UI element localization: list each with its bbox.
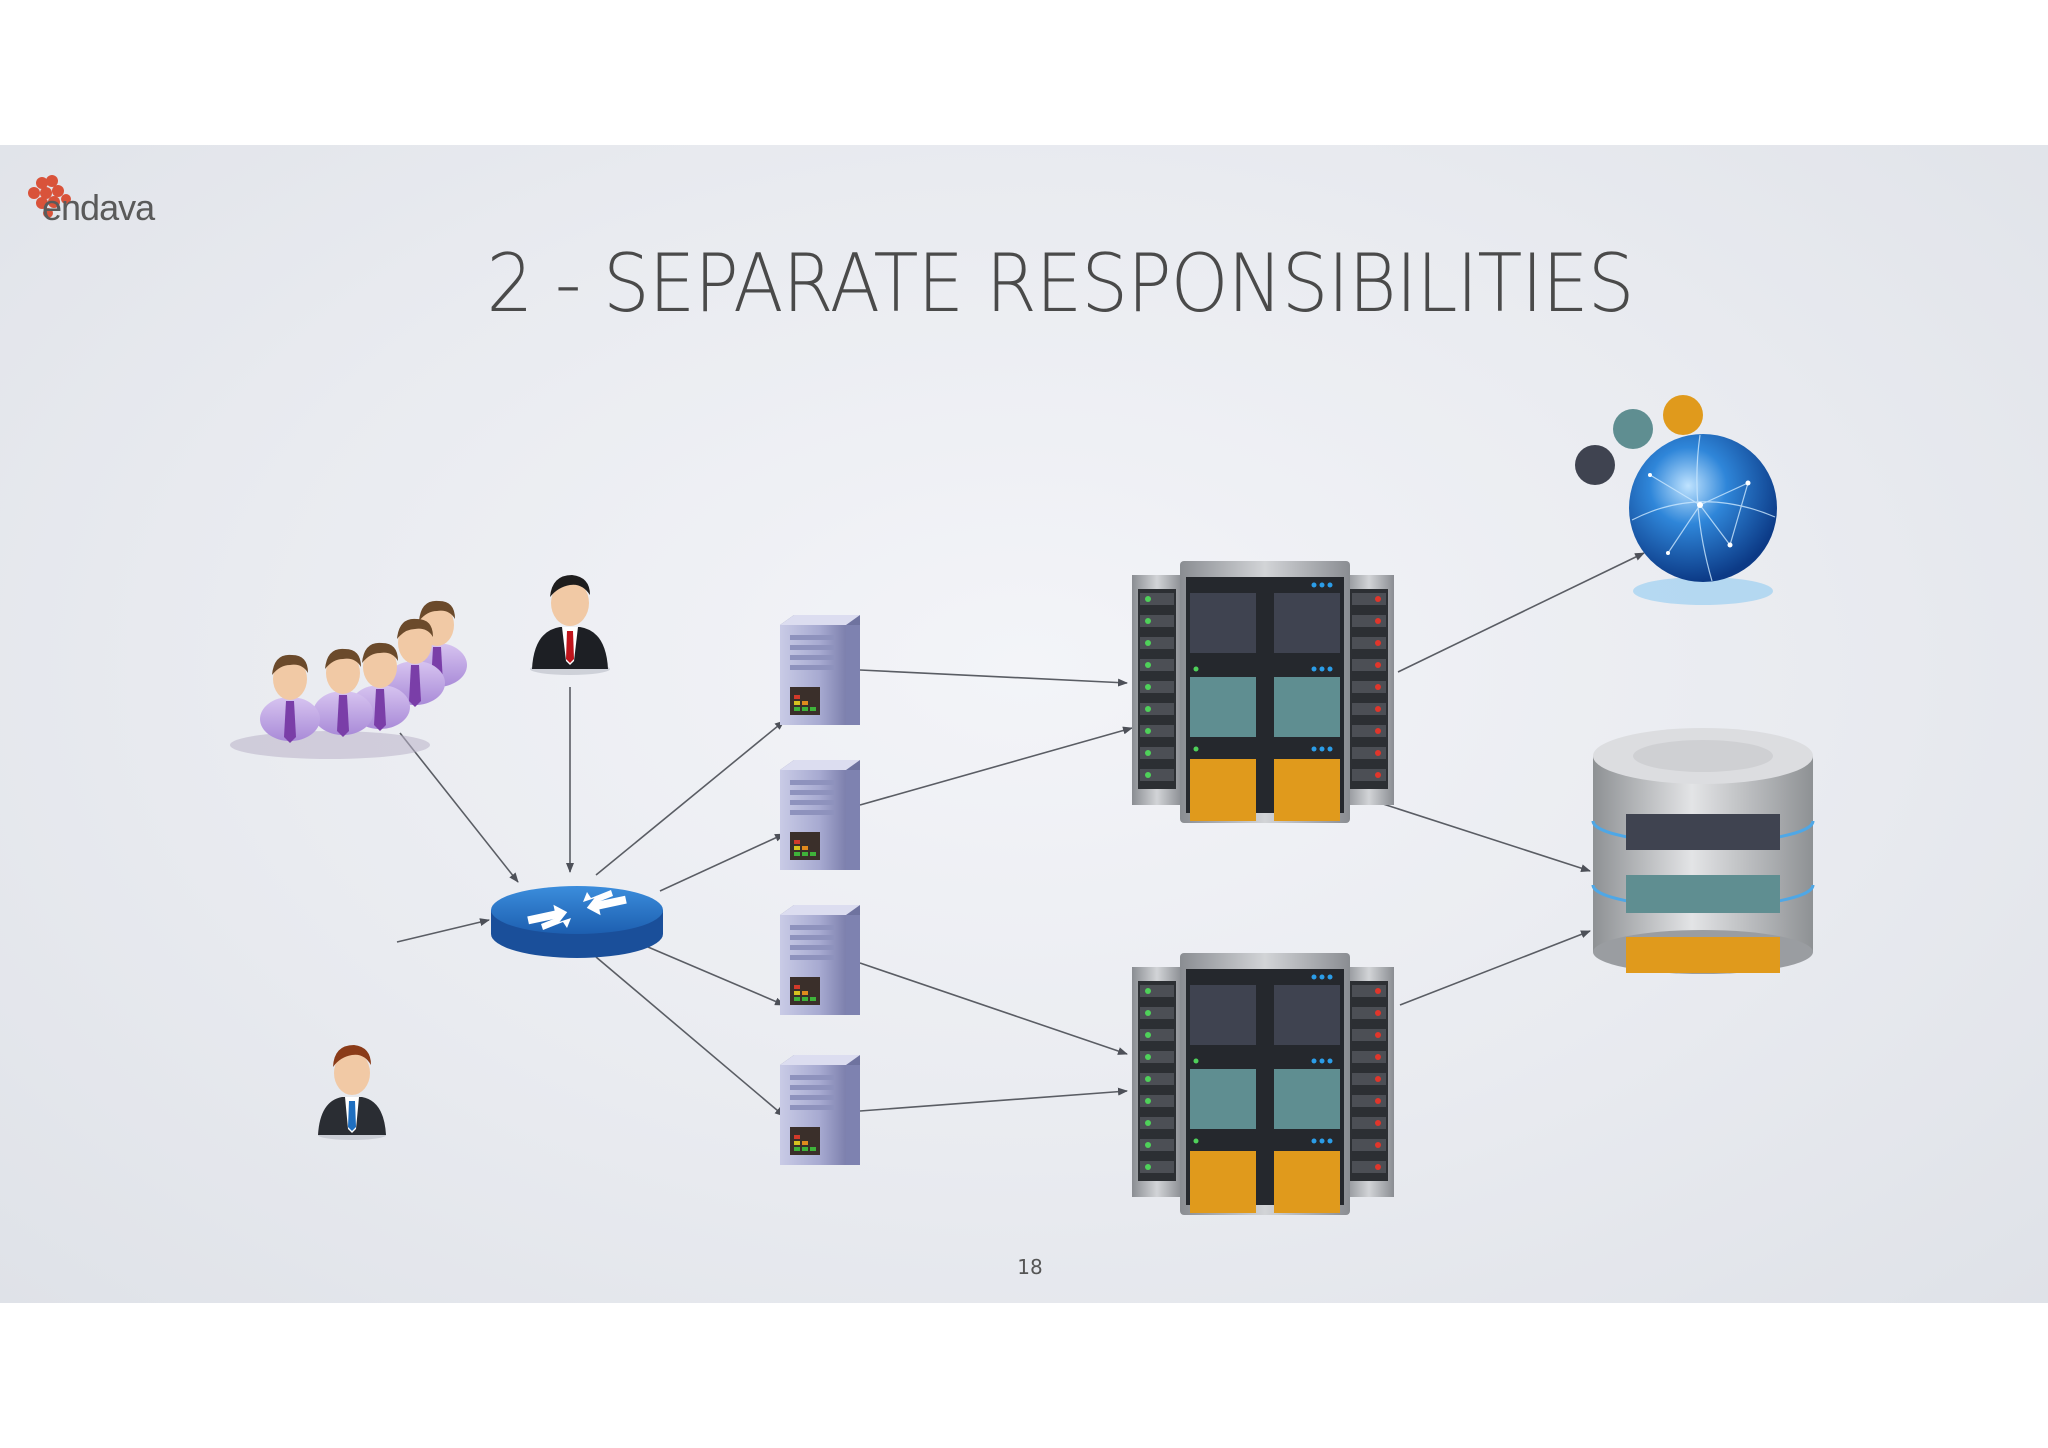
decorative-dots-icon bbox=[1575, 395, 1703, 485]
server-tower-icon bbox=[780, 905, 860, 1015]
people-group-icon bbox=[230, 600, 467, 759]
router-icon bbox=[491, 886, 663, 958]
edge-rack-bottom-database bbox=[1399, 930, 1591, 1006]
person-icon bbox=[318, 1045, 386, 1140]
slide: endava 2 - SEPARATE RESPONSIBILITIES bbox=[0, 145, 2048, 1303]
edge-router-web-server-3 bbox=[647, 946, 785, 1006]
brand-name: endava bbox=[42, 187, 155, 228]
server-tower-icon bbox=[780, 1055, 860, 1165]
edge-router-web-server-1 bbox=[595, 720, 785, 876]
edge-rack-top-globe bbox=[1397, 552, 1645, 673]
edge-web-server-2-rack-top bbox=[859, 726, 1133, 806]
connectors bbox=[396, 552, 1645, 1117]
edge-web-server-3-rack-bottom bbox=[859, 962, 1128, 1055]
edge-router-web-server-2 bbox=[659, 833, 785, 892]
globe-icon bbox=[1629, 434, 1777, 605]
server-rack-icon bbox=[1132, 953, 1394, 1215]
edge-rack-top-database bbox=[1379, 802, 1591, 873]
server-tower-icon bbox=[780, 615, 860, 725]
page-number: 18 bbox=[1017, 1255, 1043, 1279]
edge-web-server-1-rack-top bbox=[859, 669, 1128, 687]
edge-user-router bbox=[396, 918, 490, 943]
architecture-diagram bbox=[230, 395, 1815, 1303]
edge-router-web-server-4 bbox=[595, 956, 785, 1117]
server-tower-icon bbox=[780, 760, 860, 870]
slide-title: 2 - SEPARATE RESPONSIBILITIES bbox=[486, 237, 1634, 330]
edge-user-group-router bbox=[399, 732, 519, 883]
database-icon bbox=[1591, 728, 1815, 974]
businessman-icon bbox=[530, 575, 610, 675]
endava-logo-icon bbox=[28, 175, 71, 218]
server-rack-icon bbox=[1132, 561, 1394, 823]
edge-web-server-4-rack-bottom bbox=[859, 1087, 1128, 1112]
